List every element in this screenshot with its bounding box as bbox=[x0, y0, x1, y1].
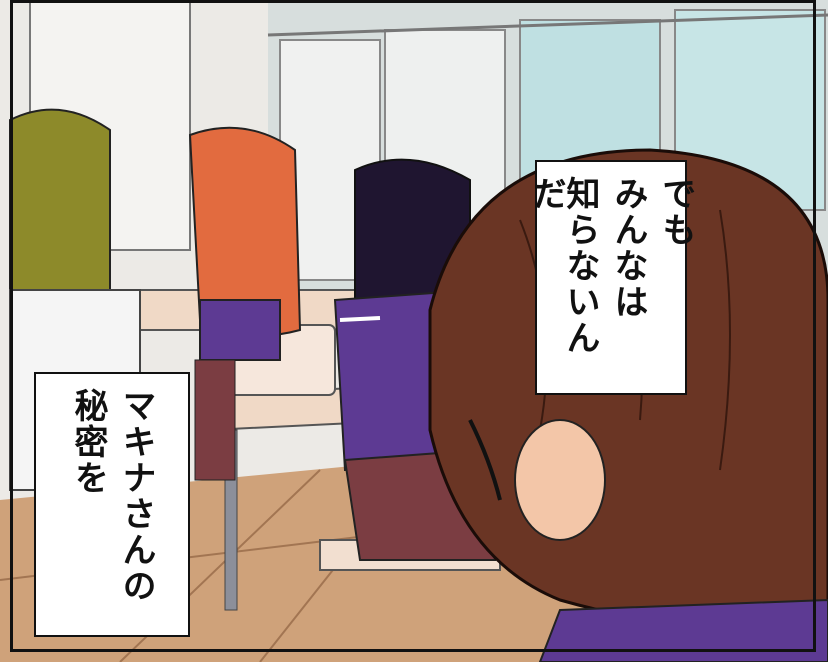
caption-line: でも bbox=[656, 176, 696, 248]
glasses-icon bbox=[468, 419, 502, 501]
caption-line: みんなは bbox=[608, 176, 648, 320]
caption-line: マキナさんの bbox=[116, 388, 156, 604]
foreground-boy-ear bbox=[514, 419, 606, 541]
caption-line: 秘密を bbox=[68, 388, 108, 496]
student-blonde-hair bbox=[9, 108, 111, 302]
caption-box-right: でも みんなは 知らないんだ bbox=[526, 160, 696, 395]
foreground-boy-collar bbox=[538, 598, 828, 662]
caption-line: 知らないんだ bbox=[526, 176, 600, 356]
student-skirt bbox=[194, 359, 236, 481]
student-uniform bbox=[199, 299, 281, 361]
caption-box-left: マキナさんの 秘密を bbox=[34, 372, 190, 637]
